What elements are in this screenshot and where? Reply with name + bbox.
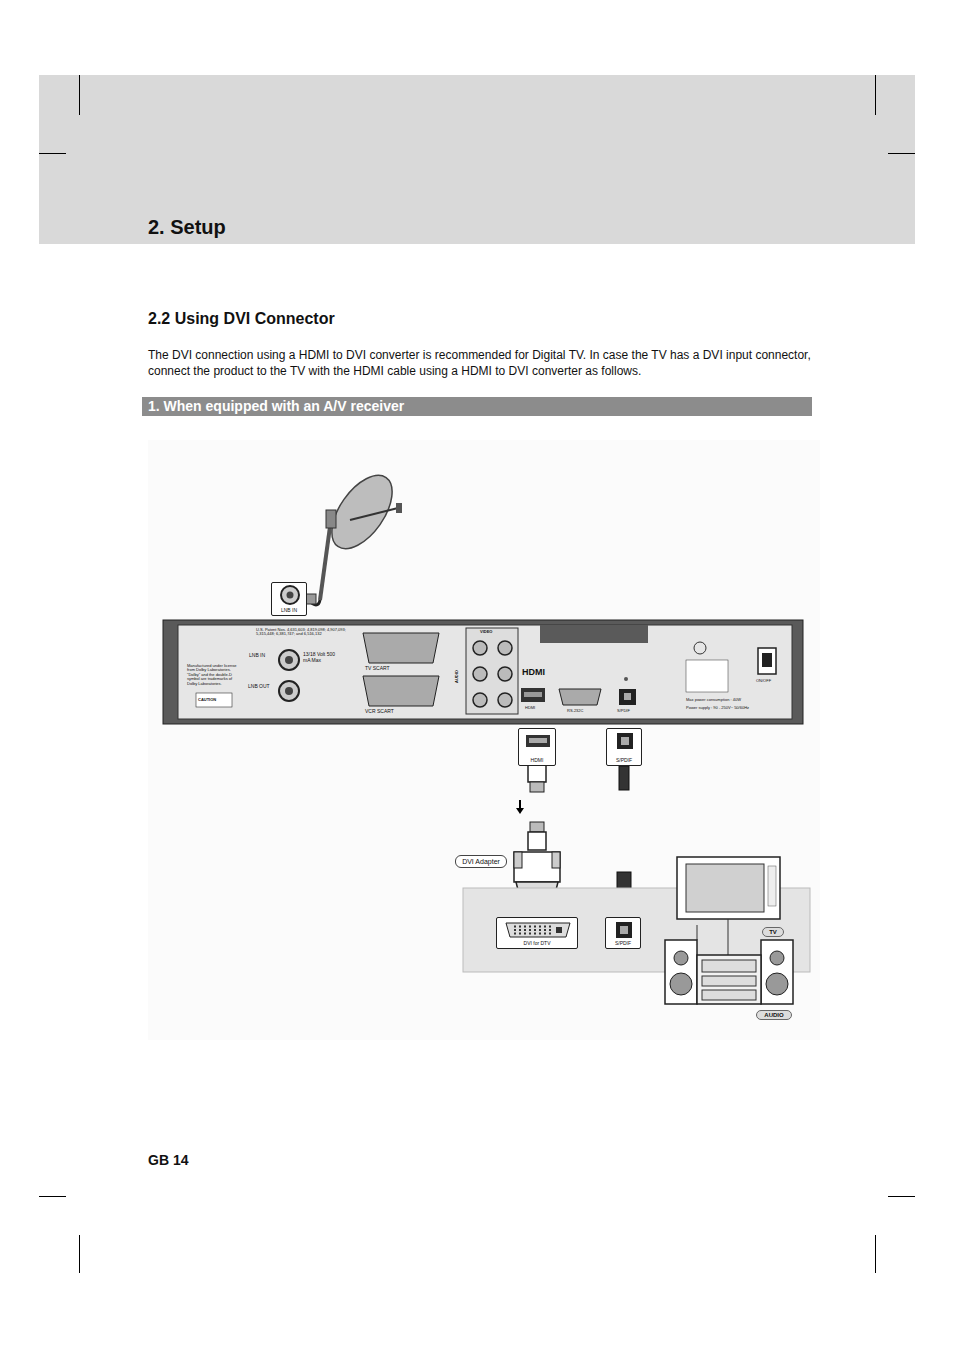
port-label: VIDEO bbox=[480, 630, 492, 634]
callout-label: DVI Adapter bbox=[455, 855, 507, 868]
device-tag: AUDIO bbox=[756, 1010, 792, 1020]
body-paragraph: The DVI connection using a HDMI to DVI c… bbox=[148, 347, 813, 379]
trademark-note: Manufactured under license from Dolby La… bbox=[187, 664, 239, 686]
port-label: AUDIO bbox=[455, 670, 459, 683]
node-label: LNB IN bbox=[281, 608, 297, 614]
device-tag: TV bbox=[762, 927, 784, 937]
section-heading: 2.2 Using DVI Connector bbox=[148, 308, 335, 330]
port-label: LNB IN bbox=[249, 653, 265, 659]
connector-box: LNB IN bbox=[271, 582, 307, 616]
node-label: DVI Adapter bbox=[462, 858, 500, 866]
node-label: HDMI bbox=[531, 758, 544, 764]
hdmi-cable-plugs bbox=[516, 758, 546, 850]
optical-port-icon bbox=[607, 729, 643, 755]
node-label: DVI for DTV bbox=[524, 941, 551, 947]
node-label: AUDIO bbox=[764, 1012, 783, 1019]
spdif-cable-plugs bbox=[617, 766, 631, 898]
receiver-back-panel bbox=[163, 620, 803, 724]
section-band: 1. When equipped with an A/V receiver bbox=[142, 397, 812, 416]
node-label: TV bbox=[769, 929, 777, 936]
port-box: S/PDIF bbox=[606, 728, 642, 766]
port-label: HDMI bbox=[525, 706, 535, 710]
crop-marks bbox=[39, 75, 915, 1273]
diagram-ground bbox=[148, 440, 820, 1040]
rating-label: Power supply : 90 - 250V~ 50/60Hz bbox=[686, 706, 749, 710]
node-label: 1. When equipped with an A/V receiver bbox=[148, 399, 404, 414]
node-label: S/PDIF bbox=[615, 941, 631, 947]
port-label: S/PDIF bbox=[617, 709, 630, 713]
port-box: S/PDIF bbox=[605, 917, 641, 949]
patent-note: U.S. Patent Nos. 4,631,603; 4,819,098; 4… bbox=[256, 628, 356, 637]
header-band bbox=[39, 75, 915, 244]
rating-label: Max power consumption : 40W bbox=[686, 698, 741, 702]
satellite-dish bbox=[306, 465, 404, 605]
port-label: RS-232C bbox=[567, 709, 583, 713]
hdmi-port-icon bbox=[519, 729, 557, 755]
node-label: S/PDIF bbox=[616, 758, 632, 764]
switch-label: ON/OFF bbox=[756, 679, 771, 683]
coax-port-icon bbox=[272, 583, 308, 609]
caution-label: CAUTION bbox=[198, 698, 216, 702]
port-label: VCR SCART bbox=[365, 709, 394, 715]
audio-system bbox=[665, 940, 793, 1004]
port-box: DVI for DTV bbox=[496, 917, 578, 949]
port-label: TV SCART bbox=[365, 666, 390, 672]
port-box: HDMI bbox=[518, 728, 556, 766]
page-number: GB 14 bbox=[148, 1151, 188, 1170]
rating-label: 13/18 Volt 500 mA Max bbox=[303, 652, 337, 663]
page-title: 2. Setup bbox=[148, 216, 226, 239]
hdmi-logo: HDMI bbox=[522, 668, 545, 678]
port-label: LNB OUT bbox=[248, 684, 270, 690]
